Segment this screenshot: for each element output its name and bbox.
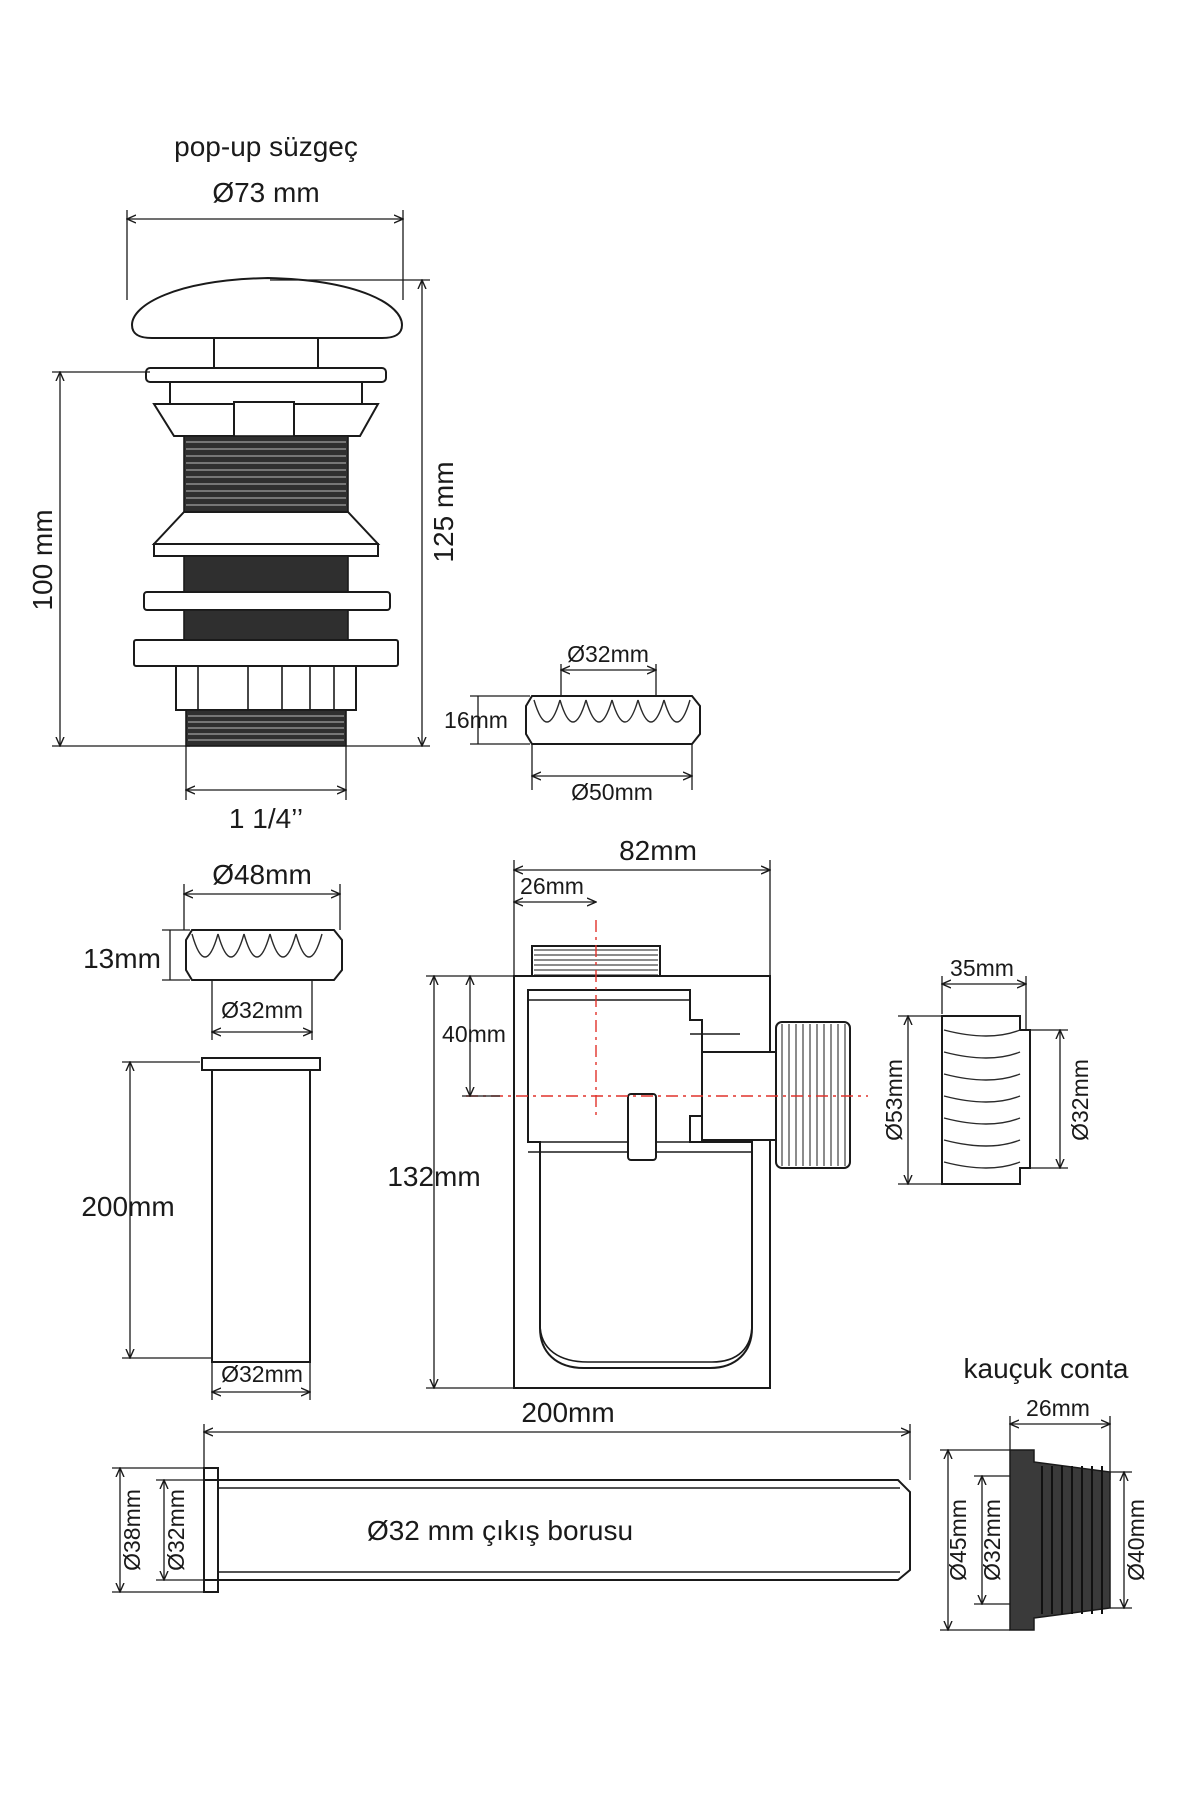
tube-vertical-body: [211, 1069, 311, 1363]
popup-cap: [130, 276, 404, 339]
nut-small-drawing: Ø32mm 16mm Ø50mm: [444, 641, 701, 805]
popup-title: pop-up süzgeç: [174, 131, 358, 162]
seal-title: kauçuk conta: [964, 1353, 1129, 1384]
tube-vertical-flange: [201, 1057, 321, 1071]
tube-vertical-length: 200mm: [81, 1191, 174, 1222]
seal-drawing: kauçuk conta 26mm Ø45mm Ø32mm Ø40mm: [940, 1353, 1149, 1630]
thread-line: [943, 1029, 1021, 1037]
tube-vertical-drawing: 200mm Ø32mm: [81, 1057, 321, 1400]
outlet-pipe-flange: [203, 1467, 219, 1481]
popup-thread-mid: [183, 609, 349, 641]
trap-width: 82mm: [619, 835, 697, 866]
trap-height: 132mm: [387, 1161, 480, 1192]
tube-vertical-dia: Ø32mm: [221, 1361, 303, 1387]
nut-large-drawing: Ø48mm 13mm Ø32mm: [83, 859, 343, 1040]
side-nut-width: 35mm: [950, 955, 1014, 981]
trap-outlet-thread: [775, 1021, 851, 1169]
thread-line: [943, 1117, 1021, 1125]
thread-line: [533, 699, 561, 723]
popup-nut: [175, 665, 357, 711]
thread-line: [943, 1161, 1021, 1169]
popup-cone-middle: [151, 511, 381, 545]
nut-large-inner: Ø32mm: [221, 997, 303, 1023]
outlet-pipe-inner: Ø32mm: [163, 1489, 189, 1571]
trap-drawing: 82mm 26mm 40mm: [387, 835, 868, 1389]
nut-small-inner: Ø32mm: [567, 641, 649, 667]
seal-body: [1009, 1449, 1111, 1631]
popup-stem: [213, 337, 319, 369]
thread-line: [295, 933, 323, 958]
popup-flange: [145, 367, 387, 383]
popup-neck: [169, 381, 363, 405]
nut-large-height: 13mm: [83, 943, 161, 974]
side-nut-drawing: 35mm Ø53mm Ø32mm: [881, 955, 1093, 1185]
thread-line: [943, 1095, 1021, 1103]
nut-large-outer: Ø48mm: [212, 859, 312, 890]
nut-small-height: 16mm: [444, 707, 508, 733]
popup-washer-lower: [133, 639, 399, 667]
thread-line: [611, 699, 639, 723]
trap-axis-height: 40mm: [442, 1021, 506, 1047]
thread-line: [585, 699, 613, 723]
seal-inner: Ø32mm: [979, 1499, 1005, 1581]
thread-line: [243, 933, 271, 958]
thread-line: [191, 933, 219, 958]
thread-line: [559, 699, 587, 723]
side-nut-inner: Ø32mm: [1067, 1059, 1093, 1141]
outlet-pipe-length: 200mm: [521, 1397, 614, 1428]
trap-inlet-offset: 26mm: [520, 873, 584, 899]
popup-strainer-drawing: pop-up süzgeç Ø73 mm: [27, 131, 459, 834]
popup-dia-label: Ø73 mm: [212, 177, 319, 208]
popup-ring-middle: [153, 543, 379, 557]
trap-chamber: [527, 989, 753, 1369]
side-nut-outer: Ø53mm: [881, 1059, 907, 1141]
seal-end: Ø40mm: [1123, 1499, 1149, 1581]
outlet-pipe-drawing: 200mm Ø32 mm çıkış borusu Ø38mm Ø32mm: [112, 1397, 911, 1593]
thread-line: [943, 1139, 1021, 1147]
popup-height-body: 100 mm: [27, 509, 58, 610]
outlet-pipe-collar: [203, 1479, 219, 1581]
side-nut-body: [941, 1015, 1031, 1185]
trap-outlet-neck: [701, 1051, 777, 1141]
outlet-pipe-label: Ø32 mm çıkış borusu: [367, 1515, 633, 1546]
thread-line: [943, 1073, 1021, 1081]
outlet-pipe-body: [217, 1479, 911, 1581]
popup-thread-size: 1 1/4’’: [229, 803, 303, 834]
outlet-pipe-outer: Ø38mm: [119, 1489, 145, 1571]
nut-large-body: [185, 929, 343, 981]
seal-outer: Ø45mm: [945, 1499, 971, 1581]
nut-small-outer: Ø50mm: [571, 779, 653, 805]
thread-line: [269, 933, 297, 958]
seal-width: 26mm: [1026, 1395, 1090, 1421]
popup-thread-lower: [183, 555, 349, 593]
thread-line: [637, 699, 665, 723]
thread-line: [943, 1051, 1021, 1059]
thread-line: [663, 699, 691, 723]
trap-dip-tube: [627, 1093, 657, 1161]
popup-washer: [143, 591, 391, 611]
popup-height-total: 125 mm: [428, 461, 459, 562]
thread-line: [217, 933, 245, 958]
